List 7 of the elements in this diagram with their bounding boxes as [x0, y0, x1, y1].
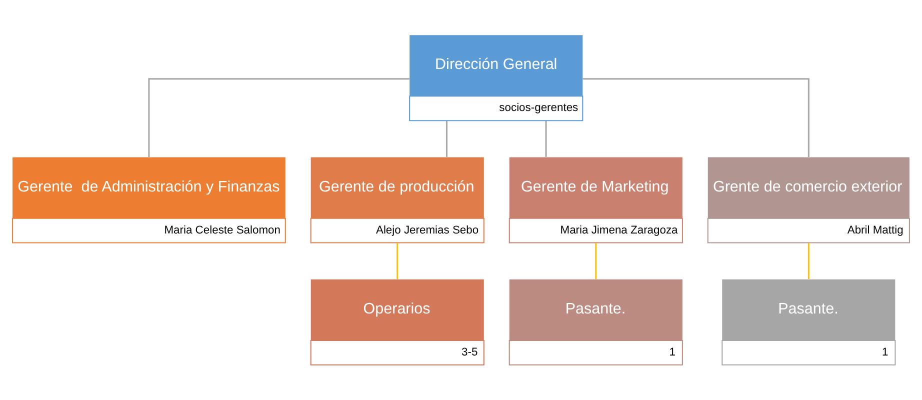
- connector: [582, 78, 810, 157]
- connector: [446, 120, 448, 157]
- connector: [595, 243, 597, 280]
- connector: [808, 243, 810, 280]
- connector: [545, 120, 547, 157]
- connector: [396, 243, 398, 280]
- connector: [148, 78, 410, 157]
